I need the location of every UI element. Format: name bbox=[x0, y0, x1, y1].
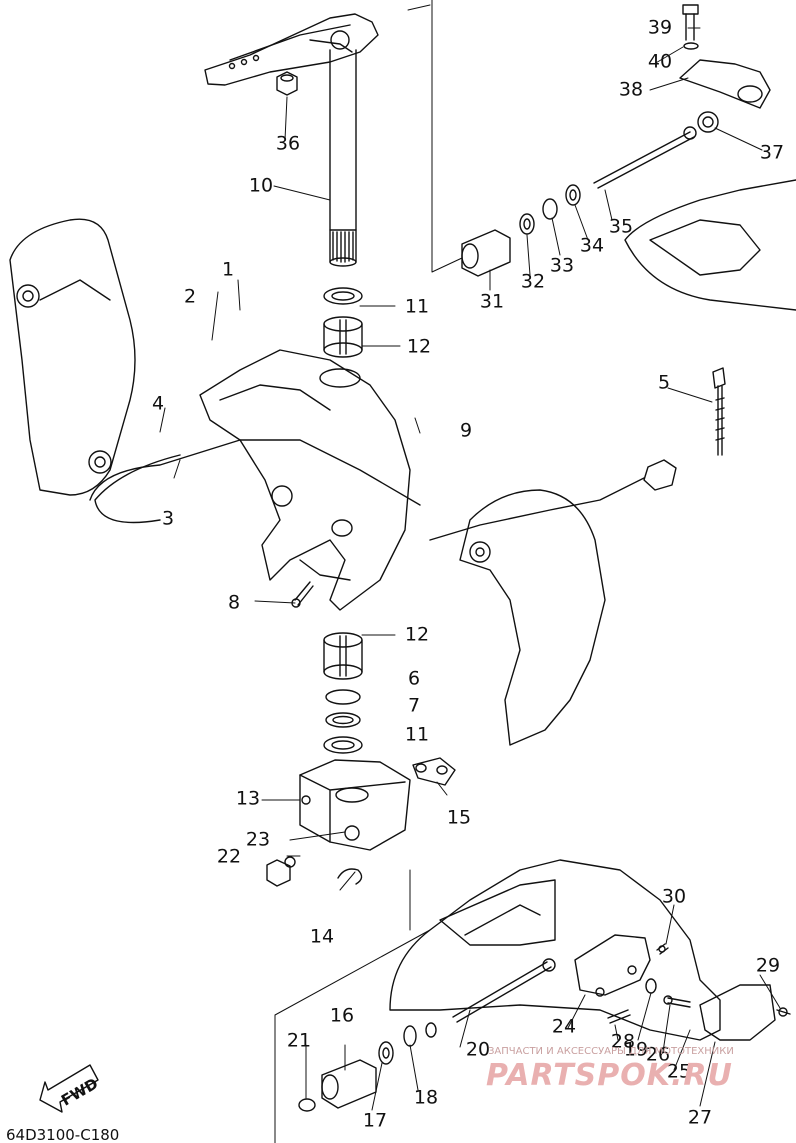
clamp-bracket-left bbox=[9, 218, 136, 496]
callout-21: 21 bbox=[286, 1029, 312, 1052]
bushing-12-upper bbox=[323, 316, 363, 358]
fwd-arrow-icon bbox=[39, 1064, 99, 1113]
lower-mount-13 bbox=[299, 759, 411, 851]
bolt-5 bbox=[712, 367, 726, 456]
callout-24: 24 bbox=[551, 1015, 577, 1038]
callout-34: 34 bbox=[579, 234, 605, 257]
callout-13: 13 bbox=[235, 787, 261, 810]
callout-35: 35 bbox=[608, 215, 634, 238]
watermark-tagline: ЗАПЧАСТИ И АКСЕССУАРЫ ДЛЯ МОТОТЕХНИКИ bbox=[488, 1046, 734, 1057]
washer-34 bbox=[565, 184, 581, 206]
bracket-38 bbox=[679, 59, 771, 109]
bolt-8 bbox=[291, 581, 314, 608]
callout-25: 25 bbox=[666, 1060, 692, 1083]
spacer-37 bbox=[697, 111, 719, 133]
callout-18: 18 bbox=[413, 1086, 439, 1109]
washer-6 bbox=[325, 689, 361, 705]
steering-shaft bbox=[329, 49, 357, 267]
lower-case bbox=[389, 859, 721, 1041]
callout-16: 16 bbox=[329, 1004, 355, 1027]
callout-6: 6 bbox=[407, 667, 421, 690]
screw-29 bbox=[776, 1007, 791, 1017]
callout-27: 27 bbox=[687, 1106, 713, 1129]
steering-arm bbox=[204, 13, 379, 86]
connector bbox=[429, 459, 677, 541]
nut-22 bbox=[266, 859, 291, 887]
washer-19 bbox=[645, 978, 657, 994]
cable bbox=[89, 439, 421, 506]
callout-40: 40 bbox=[647, 50, 673, 73]
callout-38: 38 bbox=[618, 78, 644, 101]
sensor-wire bbox=[94, 454, 181, 524]
callout-20: 20 bbox=[465, 1038, 491, 1061]
washer-40 bbox=[683, 42, 699, 50]
washer-21 bbox=[298, 1098, 316, 1112]
rod-35 bbox=[593, 126, 697, 189]
callout-4: 4 bbox=[151, 392, 165, 415]
callout-36: 36 bbox=[275, 132, 301, 155]
rod-20 bbox=[452, 958, 556, 1023]
bracket-24 bbox=[574, 934, 651, 997]
callout-2: 2 bbox=[183, 285, 197, 308]
bracket-15 bbox=[412, 757, 456, 786]
callout-30: 30 bbox=[661, 885, 687, 908]
bolt-28 bbox=[607, 1009, 631, 1024]
callout-22: 22 bbox=[216, 845, 242, 868]
callout-31: 31 bbox=[479, 290, 505, 313]
washer-32 bbox=[519, 213, 535, 235]
callout-10: 10 bbox=[248, 174, 274, 197]
washer-17 bbox=[378, 1041, 394, 1065]
bolt-26 bbox=[663, 995, 691, 1008]
leader-lines bbox=[159, 27, 781, 1111]
callout-3: 3 bbox=[161, 507, 175, 530]
washer-18 bbox=[403, 1022, 437, 1047]
washer-33 bbox=[542, 198, 558, 220]
callout-29: 29 bbox=[755, 954, 781, 977]
callout-1: 1 bbox=[221, 258, 235, 281]
bushing-16 bbox=[321, 1059, 377, 1109]
callout-9: 9 bbox=[459, 419, 473, 442]
callout-37: 37 bbox=[759, 141, 785, 164]
diagram-code: 64D3100-C180 bbox=[6, 1126, 120, 1143]
washer-11-lower bbox=[323, 736, 363, 754]
callout-8: 8 bbox=[227, 591, 241, 614]
callout-5: 5 bbox=[657, 371, 671, 394]
cover-27 bbox=[699, 984, 776, 1041]
callout-11-lower: 11 bbox=[404, 723, 430, 746]
washer-11-upper bbox=[323, 287, 363, 305]
callout-12-upper: 12 bbox=[406, 335, 432, 358]
callout-28: 28 bbox=[610, 1030, 636, 1053]
callout-7: 7 bbox=[407, 694, 421, 717]
screw-30 bbox=[656, 943, 669, 955]
callout-15: 15 bbox=[446, 806, 472, 829]
washer-23 bbox=[284, 856, 296, 868]
bushing-12-lower bbox=[323, 632, 363, 680]
callout-26: 26 bbox=[645, 1043, 671, 1066]
swivel-housing bbox=[199, 349, 411, 611]
callout-14: 14 bbox=[309, 925, 335, 948]
bolt-39 bbox=[682, 4, 699, 41]
watermark-logo: PARTSPOK.RU bbox=[486, 1058, 733, 1093]
callout-12-lower: 12 bbox=[404, 623, 430, 646]
bushing-31 bbox=[461, 229, 511, 277]
callout-39: 39 bbox=[647, 16, 673, 39]
callout-33: 33 bbox=[549, 254, 575, 277]
clamp-bracket-right bbox=[459, 489, 606, 746]
circlip-14 bbox=[337, 868, 363, 885]
callout-17: 17 bbox=[362, 1109, 388, 1132]
callout-23: 23 bbox=[245, 828, 271, 851]
nut-36 bbox=[276, 71, 298, 96]
transom-outline bbox=[624, 179, 796, 311]
callout-11-upper: 11 bbox=[404, 295, 430, 318]
callout-19: 19 bbox=[623, 1038, 649, 1061]
washer-7 bbox=[325, 712, 361, 728]
callout-32: 32 bbox=[520, 270, 546, 293]
